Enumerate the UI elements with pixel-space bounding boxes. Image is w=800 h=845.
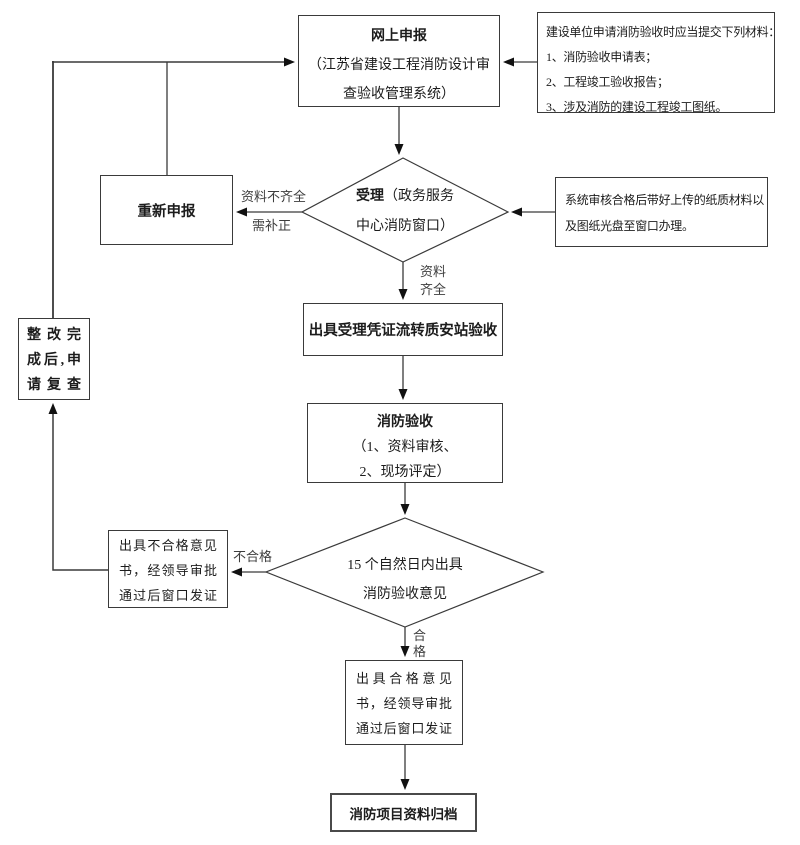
- decision-accept-line1: 受理（政务服务: [305, 182, 505, 212]
- connector-fail-to-rectify: [48, 403, 108, 571]
- decision-deadline-line1: 15 个自然日内出具: [347, 558, 463, 573]
- materials-item-1: 1、消防验收申请表；: [546, 50, 658, 64]
- edge-label-pass: 合 格: [413, 628, 426, 660]
- node-issue-receipt: 出具受理凭证流转质安站验收: [303, 303, 503, 356]
- online-report-line1: （江苏省建设工程消防设计审: [308, 58, 490, 73]
- archive-label: 消防项目资料归档: [349, 806, 458, 822]
- system-check-line1: 系统审核合格后带好上传的纸质材料以: [565, 193, 764, 207]
- node-online-report: 网上申报 （江苏省建设工程消防设计审 查验收管理系统）: [298, 15, 500, 107]
- node-fire-acceptance: 消防验收 （1、资料审核、 2、现场评定）: [307, 403, 503, 483]
- fail-certificate-line3: 通过后窗口发证: [119, 588, 217, 603]
- decision-accept-title: 受理: [356, 189, 384, 204]
- fire-acceptance-line2: 2、现场评定）: [359, 465, 451, 480]
- node-materials-list: 建设单位申请消防验收时应当提交下列材料： 1、消防验收申请表； 2、工程竣工验收…: [537, 12, 781, 114]
- edge-label-complete-2: 齐全: [420, 282, 447, 297]
- node-renew-apply: 重新申报: [100, 175, 233, 245]
- node-system-check: 系统审核合格后带好上传的纸质材料以 及图纸光盘至窗口办理。: [555, 177, 768, 247]
- rectify-line1: 整改完: [27, 328, 81, 343]
- decision-accept-line2: 中心消防窗口）: [356, 219, 454, 234]
- edge-label-incomplete-1: 资料不齐全: [241, 189, 307, 204]
- fail-certificate-line1: 出具不合格意见: [119, 538, 217, 553]
- edge-label-complete: 资料 齐全: [420, 263, 446, 299]
- renew-apply-label: 重新申报: [137, 203, 196, 220]
- node-fail-certificate: 出具不合格意见 书，经领导审批 通过后窗口发证: [108, 530, 228, 608]
- system-check-line2: 及图纸光盘至窗口办理。: [565, 219, 694, 233]
- edge-label-pass-1: 合: [413, 628, 427, 643]
- fail-certificate-line2: 书，经领导审批: [119, 563, 217, 578]
- materials-header: 建设单位申请消防验收时应当提交下列材料：: [546, 25, 781, 39]
- rectify-line2: 成后,申: [27, 353, 81, 368]
- materials-item-2: 2、工程竣工验收报告；: [546, 75, 669, 89]
- fire-acceptance-title: 消防验收: [377, 415, 433, 430]
- pass-certificate-line1: 出具合格意见: [356, 671, 452, 686]
- edge-label-complete-1: 资料: [420, 264, 447, 279]
- node-archive: 消防项目资料归档: [330, 793, 477, 832]
- pass-certificate-line3: 通过后窗口发证: [356, 721, 452, 736]
- edge-label-pass-2: 格: [413, 644, 427, 659]
- rectify-line3: 请复查: [27, 378, 81, 393]
- online-report-title: 网上申报: [371, 29, 427, 44]
- decision-deadline-text: 15 个自然日内出具 消防验收意见: [285, 551, 525, 609]
- decision-accept-rest: （政务服务: [384, 189, 454, 204]
- materials-item-3: 3、涉及消防的建设工程竣工图纸。: [546, 100, 728, 114]
- pass-certificate-line2: 书，经领导审批: [356, 696, 452, 711]
- node-rectify-recheck: 整改完 成后,申 请复查: [18, 318, 90, 400]
- decision-accept-text: 受理（政务服务 中心消防窗口）: [305, 182, 505, 242]
- issue-receipt-label: 出具受理凭证流转质安站验收: [308, 323, 498, 339]
- edge-label-incomplete-2: 需补正: [252, 218, 292, 233]
- fire-acceptance-line1: （1、资料审核、: [352, 440, 458, 455]
- edge-label-fail: 不合格: [233, 549, 273, 564]
- node-pass-certificate: 出具合格意见 书，经领导审批 通过后窗口发证: [345, 660, 463, 745]
- online-report-line2: 查验收管理系统）: [343, 87, 455, 102]
- decision-deadline-line2: 消防验收意见: [363, 587, 447, 602]
